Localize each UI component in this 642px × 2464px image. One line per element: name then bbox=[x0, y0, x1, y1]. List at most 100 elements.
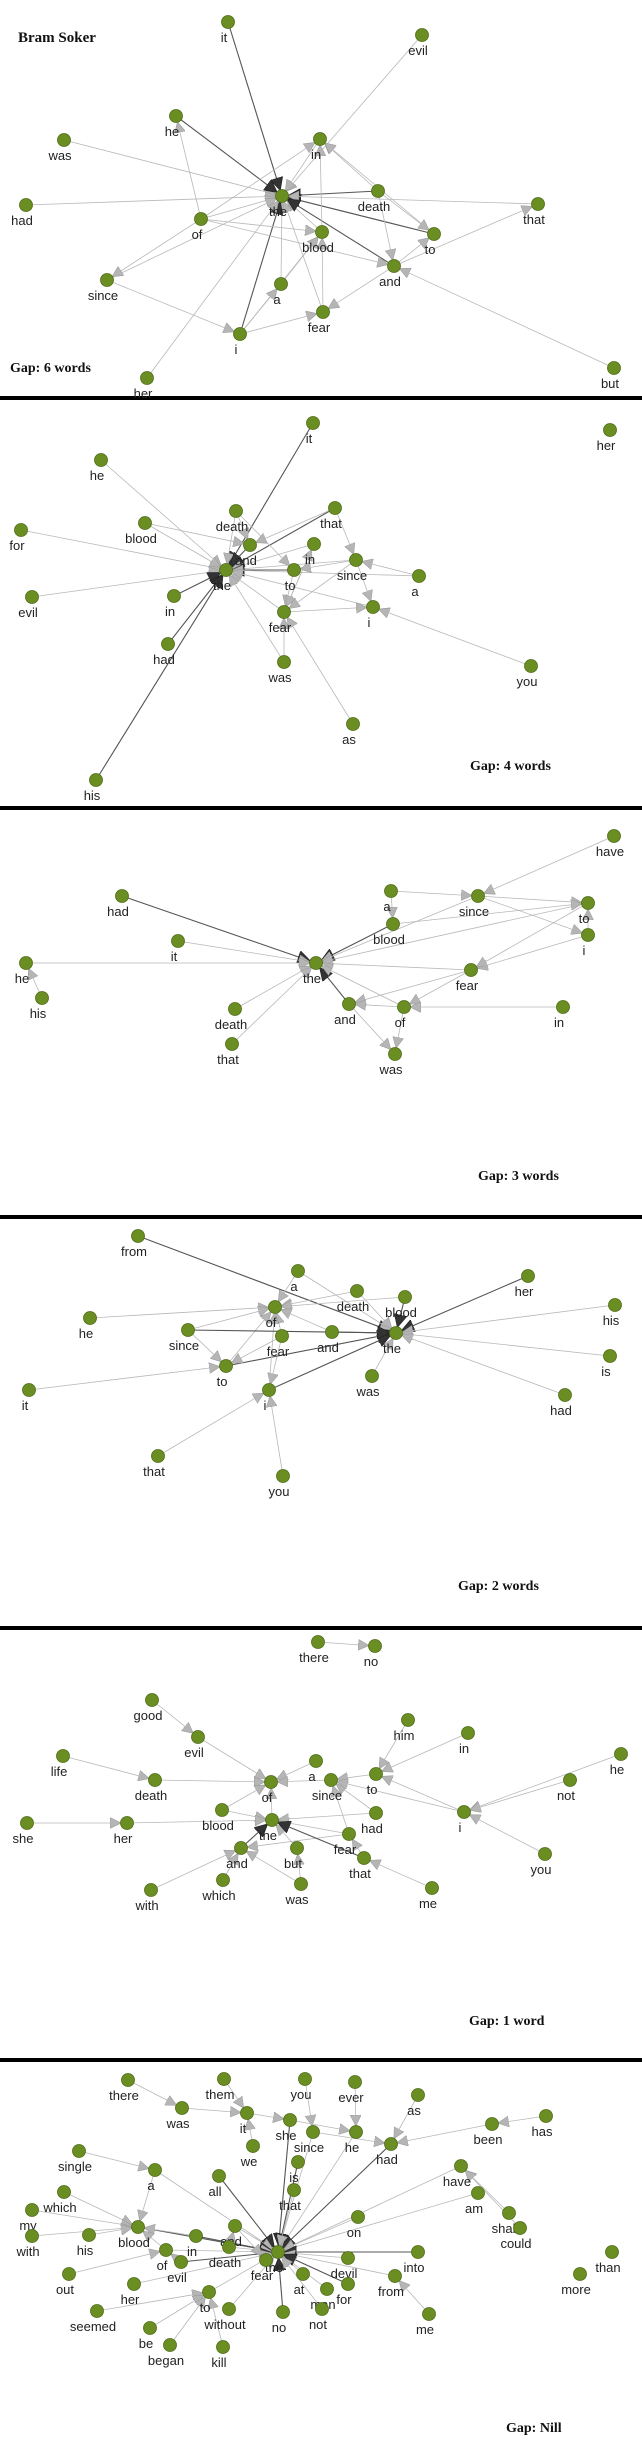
word-label: evil bbox=[167, 2270, 187, 2285]
edge-i-fear bbox=[239, 314, 316, 335]
word-label: it bbox=[171, 949, 178, 964]
word-node bbox=[349, 2125, 363, 2139]
word-node bbox=[212, 2169, 226, 2183]
word-node bbox=[342, 997, 356, 1011]
figure-title: Bram Soker bbox=[18, 30, 96, 46]
edge-you-i bbox=[270, 1397, 284, 1477]
word-label: he bbox=[15, 971, 29, 986]
edge-a-the bbox=[281, 203, 282, 285]
edge-death-to bbox=[377, 190, 428, 230]
edge-me-that bbox=[370, 1861, 433, 1889]
edge-since-i bbox=[477, 895, 581, 933]
word-label: there bbox=[109, 2088, 139, 2103]
edge-evil-of bbox=[197, 1736, 265, 1778]
edge-in-the bbox=[233, 543, 315, 568]
edge-of-and bbox=[356, 1004, 405, 1007]
edge-death-of bbox=[154, 1780, 264, 1782]
edge-in-fear bbox=[287, 543, 315, 606]
edge-there-no bbox=[317, 1642, 368, 1646]
gap-label: Gap: 2 words bbox=[458, 1579, 539, 1594]
word-node bbox=[265, 1813, 279, 1827]
word-label: was bbox=[47, 148, 72, 163]
word-label: to bbox=[200, 2300, 211, 2315]
word-node bbox=[556, 1000, 570, 1014]
word-label: with bbox=[134, 1898, 158, 1913]
word-label: had bbox=[153, 652, 175, 667]
word-label: we bbox=[240, 2154, 258, 2169]
word-label: with bbox=[15, 2244, 39, 2259]
word-label: a bbox=[273, 292, 281, 307]
edge-with-and bbox=[150, 1851, 235, 1891]
edge-was-the bbox=[63, 139, 275, 194]
word-node bbox=[151, 1449, 165, 1463]
edge-of-the bbox=[200, 198, 275, 220]
gap-label: Gap: 6 words bbox=[10, 361, 91, 376]
edge-for-the bbox=[284, 2255, 349, 2285]
word-node bbox=[398, 1290, 412, 1304]
word-node bbox=[411, 2088, 425, 2102]
word-label: was bbox=[355, 1384, 380, 1399]
edge-death-and bbox=[377, 190, 393, 259]
edge-was-the bbox=[230, 576, 285, 663]
word-label: you bbox=[269, 1484, 290, 1499]
edge-you-i bbox=[380, 609, 532, 667]
word-label: fear bbox=[269, 620, 292, 635]
word-label: that bbox=[279, 2198, 301, 2213]
word-node bbox=[174, 2255, 188, 2269]
word-node bbox=[219, 563, 233, 577]
edge-since-i bbox=[106, 279, 234, 331]
word-label: at bbox=[294, 2282, 305, 2297]
word-node bbox=[563, 1773, 577, 1787]
edge-and-fear bbox=[329, 265, 395, 308]
word-label: since bbox=[459, 904, 489, 919]
word-node bbox=[57, 133, 71, 147]
word-node bbox=[357, 1851, 371, 1865]
word-label: have bbox=[443, 2174, 471, 2189]
word-node bbox=[315, 225, 329, 239]
word-label: a bbox=[290, 1279, 298, 1294]
word-node bbox=[217, 2072, 231, 2086]
edge-fear-the bbox=[284, 203, 324, 313]
edge-blood-of bbox=[282, 1296, 406, 1306]
edge-it-the bbox=[227, 21, 280, 189]
word-node bbox=[351, 2210, 365, 2224]
word-node bbox=[307, 537, 321, 551]
word-label: as bbox=[342, 732, 356, 747]
word-node bbox=[427, 227, 441, 241]
word-label: a bbox=[308, 1769, 316, 1784]
edge-his-the bbox=[403, 1304, 616, 1332]
word-node bbox=[324, 1773, 338, 1787]
word-node bbox=[83, 1311, 97, 1325]
word-node bbox=[384, 884, 398, 898]
edge-since-fear bbox=[290, 559, 357, 608]
edge-him-to bbox=[380, 1719, 409, 1768]
edge-fear-the bbox=[232, 574, 285, 613]
word-label: a bbox=[411, 584, 419, 599]
word-label: is bbox=[601, 1364, 611, 1379]
word-node bbox=[229, 504, 243, 518]
word-label: more bbox=[561, 2282, 591, 2297]
word-node bbox=[581, 896, 595, 910]
edge-with-blood bbox=[31, 2228, 131, 2237]
edge-and-of bbox=[281, 1310, 333, 1333]
word-node bbox=[298, 2072, 312, 2086]
edge-in-blood bbox=[145, 2228, 197, 2237]
edge-fear-since bbox=[333, 1787, 350, 1835]
word-node bbox=[277, 655, 291, 669]
edge-fear-i bbox=[283, 607, 366, 612]
word-node bbox=[90, 2304, 104, 2318]
word-label: fear bbox=[251, 2268, 274, 2283]
edge-her-the bbox=[126, 1820, 265, 1823]
word-node bbox=[228, 2219, 242, 2233]
edge-a-the bbox=[154, 2169, 272, 2248]
edge-in-to bbox=[382, 1732, 469, 1771]
word-node bbox=[274, 277, 288, 291]
word-label: it bbox=[22, 1398, 29, 1413]
edge-death-the bbox=[356, 1290, 391, 1328]
edge-had-the bbox=[121, 895, 309, 961]
word-label: is bbox=[289, 2170, 299, 2185]
word-node bbox=[341, 2277, 355, 2291]
word-node bbox=[309, 956, 323, 970]
edge-have-since bbox=[484, 835, 615, 893]
edge-that-since bbox=[334, 507, 353, 554]
